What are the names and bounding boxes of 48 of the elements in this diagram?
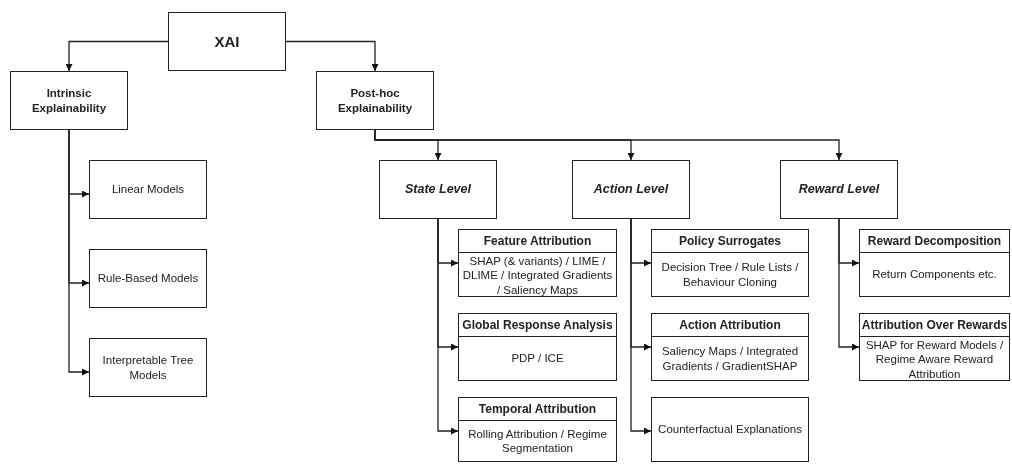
- category-box: [572, 160, 690, 219]
- box-label: Rule-Based Models: [96, 271, 200, 286]
- arrow: [68, 129, 90, 376]
- arrow: [437, 218, 459, 435]
- category-box: [10, 71, 128, 130]
- box-heading: Action Attribution: [652, 314, 808, 337]
- method-box: [458, 229, 617, 297]
- category-box: [379, 160, 497, 219]
- box-label: Interpretable Tree Models: [101, 352, 195, 383]
- box-text: PDP / ICE: [510, 351, 565, 367]
- category-box: [89, 249, 207, 308]
- box-text: Saliency Maps / Integrated Gradients / GradientSHAP: [660, 344, 800, 374]
- box-heading: Policy Surrogates: [652, 230, 808, 253]
- box-label: Reward Level: [797, 181, 881, 198]
- category-box: [651, 397, 809, 462]
- box-text: Return Components etc.: [871, 267, 998, 283]
- method-box: [651, 229, 809, 297]
- box-label: State Level: [404, 181, 472, 198]
- method-box: [859, 313, 1010, 381]
- box-heading: Attribution Over Rewards: [860, 314, 1009, 337]
- box-text: SHAP for Reward Models / Regime Aware Reward Attribution: [864, 338, 1005, 382]
- category-box: [89, 338, 207, 397]
- box-label: Post-hoc Explainability: [336, 85, 414, 116]
- category-box: [780, 160, 898, 219]
- box-text: SHAP (& variants) / LIME / DLIME / Integrated Gradients / Saliency Maps: [461, 254, 614, 298]
- method-box: [458, 397, 617, 462]
- category-box: [89, 160, 207, 219]
- method-box: [859, 229, 1010, 297]
- box-label: Action Level: [592, 181, 670, 198]
- box-label: Counterfactual Explanations: [657, 422, 803, 437]
- box-heading: Feature Attribution: [459, 230, 616, 253]
- box-text: Rolling Attribution / Regime Segmentation: [467, 426, 608, 456]
- arrow: [374, 129, 843, 161]
- arrow: [630, 218, 652, 435]
- box-label: XAI: [213, 31, 241, 52]
- box-label: Linear Models: [110, 182, 186, 197]
- box-label: Intrinsic Explainability: [30, 85, 108, 116]
- box-text: Decision Tree / Rule Lists / Behaviour Cloning: [660, 260, 800, 290]
- method-box: [458, 313, 617, 381]
- method-box: [651, 313, 809, 381]
- arrow: [285, 40, 379, 72]
- category-box: [168, 12, 286, 71]
- arrow: [65, 40, 169, 72]
- box-heading: Temporal Attribution: [459, 398, 616, 421]
- box-heading: Global Response Analysis: [459, 314, 616, 337]
- box-heading: Reward Decomposition: [860, 230, 1009, 253]
- category-box: [316, 71, 434, 130]
- arrow: [838, 218, 860, 351]
